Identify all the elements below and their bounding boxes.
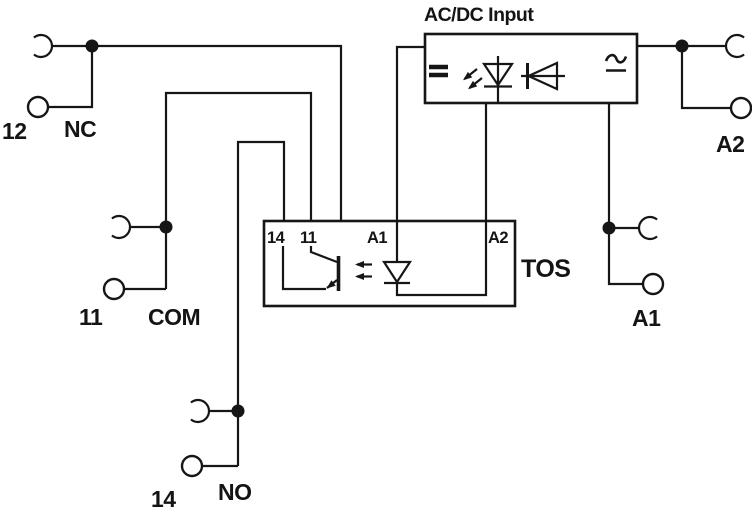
wire-a1-bus (395, 45, 643, 286)
terminal-12-number: 12 (2, 118, 27, 144)
terminal-nc-label: NC (64, 116, 96, 142)
wire-a2-terminal (637, 44, 731, 110)
optocoupler-led-icon (355, 221, 488, 297)
screw-terminal-icon (180, 454, 204, 478)
wire-nc-to-tos (52, 44, 343, 221)
junction-dot (675, 39, 689, 53)
clamp-arc-icon (637, 215, 658, 241)
phototransistor-icon (281, 246, 341, 291)
terminal-com-label: COM (148, 304, 200, 330)
light-arrow-head (355, 261, 364, 268)
terminal-11-com: 11 COM (79, 214, 201, 330)
ac-symbol-icon (604, 53, 628, 72)
tos-module: TOS 14 11 A1 A2 (262, 219, 571, 308)
dc-symbol-icon (429, 64, 448, 78)
terminal-a1-label: A1 (632, 305, 661, 331)
tos-pin-14-label: 14 (267, 229, 286, 247)
terminal-a1: A1 (602, 215, 665, 331)
input-module-title: AC/DC Input (424, 4, 534, 26)
wire-no-to-tos (202, 140, 286, 468)
junction-dot (159, 220, 173, 234)
emission-arrow-head (463, 71, 473, 81)
tos-pin-11-label: 11 (300, 229, 317, 247)
terminal-14-number: 14 (151, 486, 176, 512)
terminal-12-nc: 12 NC (2, 33, 99, 144)
screw-terminal-icon (729, 96, 752, 120)
junction-dot (602, 221, 616, 235)
led-indicator-icon (463, 56, 515, 103)
terminal-no-label: NO (218, 479, 252, 505)
tos-module-box (262, 219, 517, 308)
tos-module-label: TOS (521, 255, 570, 283)
wire-a1-terminal (607, 103, 643, 286)
led-cathode-return (395, 221, 488, 297)
terminal-11-number: 11 (79, 304, 103, 330)
input-module-box (423, 32, 639, 105)
tos-pin-a2-label: A2 (488, 229, 508, 247)
wire-inputbox-to-tos-a1 (395, 45, 425, 221)
clamp-arc-icon (190, 398, 211, 424)
light-arrow-head (355, 273, 364, 280)
junction-dot (85, 39, 99, 53)
emission-arrow-head (468, 80, 478, 90)
terminal-14-no: 14 NO (151, 398, 252, 512)
terminal-a2: A2 (675, 33, 752, 157)
screw-terminal-icon (102, 277, 126, 301)
led-triangle (381, 260, 413, 285)
terminal-a2-label: A2 (716, 131, 744, 157)
screw-terminal-icon (26, 95, 50, 119)
led-triangle (481, 62, 515, 87)
protection-diode-icon (521, 61, 565, 91)
clamp-arc-icon (724, 33, 745, 59)
collector-lead (309, 246, 338, 264)
wire-nc-bus (48, 44, 343, 221)
input-module: AC/DC Input (423, 4, 639, 105)
tos-pin-a1-label: A1 (367, 229, 387, 247)
wire-nc-terminal-branch (48, 46, 94, 109)
wire-no-bus (202, 140, 286, 468)
emitter-arrow-head (326, 280, 336, 289)
junction-dot (231, 404, 245, 418)
screw-terminal-icon (641, 272, 665, 296)
clamp-arc-icon (111, 214, 132, 240)
clamp-arc-icon (33, 33, 54, 59)
emitter-lead (281, 246, 326, 291)
